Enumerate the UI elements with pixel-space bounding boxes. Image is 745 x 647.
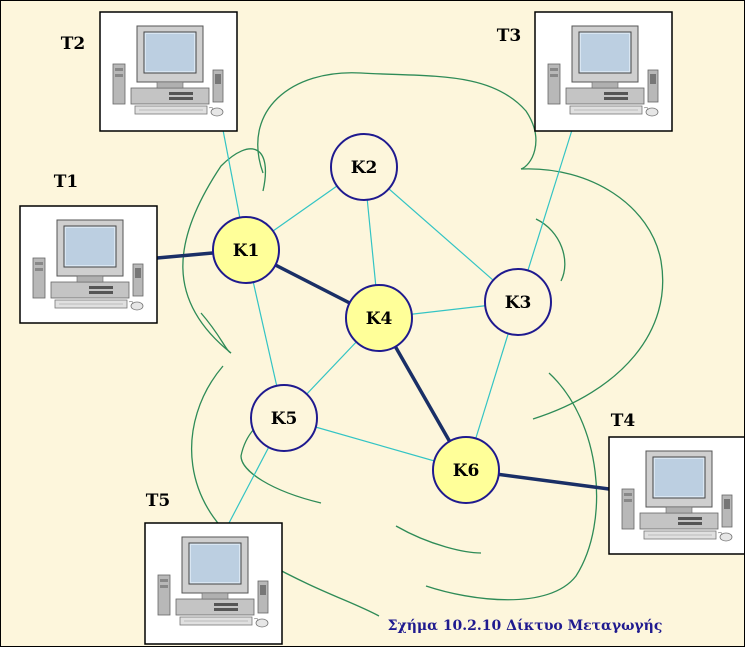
cloud-curve-1 [257,72,537,174]
terminal-t2: T2 [61,11,238,132]
cloud-curve-2 [182,148,267,354]
node-k3: K3 [484,268,552,336]
node-k2: K2 [330,133,398,201]
node-circle [484,268,552,336]
cloud-curve-8 [535,218,566,282]
node-label: K1 [233,241,260,261]
node-circle [432,436,500,504]
terminal-t3: T3 [497,11,673,132]
node-circle [330,133,398,201]
terminal-t4: T4 [608,411,744,555]
cloud-curve-9 [200,312,232,354]
terminal-label: T1 [54,172,78,192]
cloud-curve-3 [520,168,664,420]
node-circle [345,284,413,352]
node-circle [212,216,280,284]
node-k1: K1 [212,216,280,284]
terminal-label: T4 [611,411,636,431]
node-label: K5 [271,409,298,429]
node-label: K2 [351,158,378,178]
node-k6: K6 [432,436,500,504]
node-label: K4 [366,309,393,329]
cloud-curve-4 [425,372,598,601]
terminal-t5: T5 [144,491,283,645]
link-k2-k3 [363,166,519,303]
node-label: K6 [453,461,480,481]
terminal-label: T3 [497,26,521,46]
node-k5: K5 [250,384,318,452]
node-k4: K4 [345,284,413,352]
terminal-label: T5 [146,491,170,511]
figure-caption: Σχήμα 10.2.10 Δίκτυο Μεταγωγής [388,617,663,634]
node-circle [250,384,318,452]
node-label: K3 [505,293,532,313]
cloud-curve-7 [395,525,482,554]
terminal-label: T2 [61,34,85,54]
terminal-t1: T1 [19,172,158,324]
